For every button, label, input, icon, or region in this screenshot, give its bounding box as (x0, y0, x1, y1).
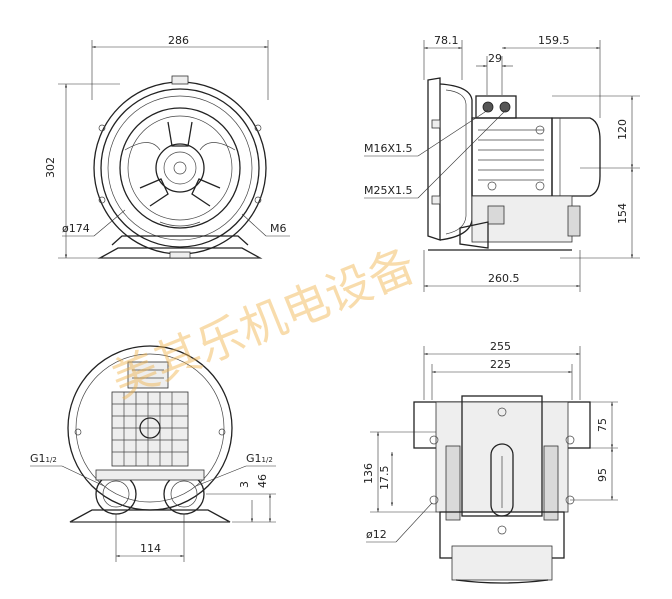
rear-view: G11/2 G11/2 114 3 46 (30, 345, 276, 562)
cable-gland-icon (499, 101, 511, 113)
cooling-fins (478, 129, 544, 181)
front-height-dim: 302 (44, 157, 57, 178)
side-view: 78.1 29 159.5 120 154 260.5 (364, 34, 640, 292)
rear-dim-right-large: 46 (256, 474, 269, 488)
watermark: 美其乐机电设备 (104, 238, 423, 409)
port-left-label: G11/2 (30, 452, 57, 465)
bottom-dim-left-inner: 17.5 (378, 466, 391, 491)
side-dim-bottom: 260.5 (488, 272, 520, 285)
rear-dim-bottom: 114 (140, 542, 161, 555)
front-bolt-label: M6 (270, 222, 287, 235)
bottom-dim-right-top: 75 (596, 418, 609, 432)
front-view: 286 302 ø174 (44, 34, 290, 259)
bottom-hole-label: ø12 (366, 528, 387, 541)
side-dim-right-top: 120 (616, 119, 629, 140)
side-dim-top-right: 159.5 (538, 34, 570, 47)
fan-grille (112, 392, 188, 466)
side-label-m25: M25X1.5 (364, 184, 413, 197)
side-label-m16: M16X1.5 (364, 142, 413, 155)
bottom-dim-top-inner: 225 (490, 358, 511, 371)
side-dim-top-left: 78.1 (434, 34, 459, 47)
side-dim-top-mid: 29 (488, 52, 502, 65)
port-right-label: G11/2 (246, 452, 273, 465)
front-diameter-label: ø174 (62, 222, 90, 235)
side-dim-right-bottom: 154 (616, 203, 629, 224)
bottom-dim-right-bottom: 95 (596, 468, 609, 482)
cable-gland-icon (482, 101, 494, 113)
bottom-view: 255 225 136 17.5 (362, 340, 618, 584)
bottom-dim-top-outer: 255 (490, 340, 511, 353)
bottom-dim-left-outer: 136 (362, 463, 375, 484)
front-width-dim: 286 (168, 34, 189, 47)
rear-dim-right-small: 3 (238, 481, 251, 488)
